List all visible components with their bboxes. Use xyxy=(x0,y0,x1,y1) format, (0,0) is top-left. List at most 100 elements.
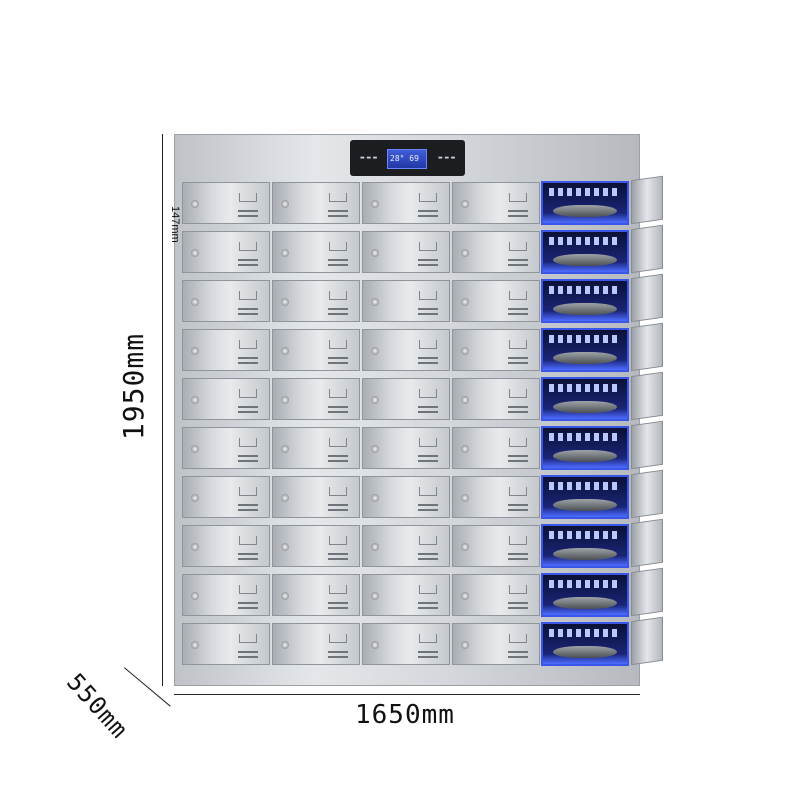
locker-door[interactable] xyxy=(272,378,360,420)
locker-door[interactable] xyxy=(362,231,450,273)
open-locker-door[interactable] xyxy=(631,469,663,519)
slot-icon xyxy=(508,406,528,408)
controller-panel[interactable]: ▬ ▬ ▬ 28° 69 ▬ ▬ ▬ xyxy=(350,140,465,176)
vent-icon xyxy=(329,389,347,398)
locker-door[interactable] xyxy=(452,427,540,469)
locker-door[interactable] xyxy=(362,280,450,322)
vent-icon xyxy=(509,340,527,349)
slot-icon xyxy=(418,308,438,310)
open-locker-door[interactable] xyxy=(631,371,663,421)
locker-door[interactable] xyxy=(362,329,450,371)
vent-icon xyxy=(239,487,257,496)
locker-door[interactable] xyxy=(272,574,360,616)
locker-door[interactable] xyxy=(452,182,540,224)
slot-icon xyxy=(508,504,528,506)
locker-door[interactable] xyxy=(362,182,450,224)
width-label: 1650mm xyxy=(355,700,455,730)
slot-icon xyxy=(508,210,528,212)
slot-icon xyxy=(328,210,348,212)
locker-door[interactable] xyxy=(452,525,540,567)
slot-icon xyxy=(328,651,348,653)
locker-door[interactable] xyxy=(182,525,270,567)
open-locker-door[interactable] xyxy=(631,616,663,666)
lock-icon xyxy=(461,200,469,208)
slot-icon xyxy=(418,558,438,560)
light-glow xyxy=(543,605,627,615)
lock-icon xyxy=(281,347,289,355)
locker-door[interactable] xyxy=(452,280,540,322)
open-locker-door[interactable] xyxy=(631,322,663,372)
lock-icon xyxy=(191,494,199,502)
lock-icon xyxy=(461,347,469,355)
slot-icon xyxy=(328,607,348,609)
vent-icon xyxy=(239,389,257,398)
locker-door[interactable] xyxy=(272,623,360,665)
lock-icon xyxy=(371,347,379,355)
lock-icon xyxy=(281,494,289,502)
locker-door[interactable] xyxy=(272,427,360,469)
locker-door[interactable] xyxy=(362,623,450,665)
slot-icon xyxy=(418,504,438,506)
slot-icon xyxy=(328,504,348,506)
slot-icon xyxy=(418,460,438,462)
locker-door[interactable] xyxy=(362,378,450,420)
locker-door[interactable] xyxy=(272,525,360,567)
slot-icon xyxy=(508,651,528,653)
locker-door[interactable] xyxy=(182,378,270,420)
locker-door[interactable] xyxy=(272,329,360,371)
locker-door[interactable] xyxy=(452,574,540,616)
slot-icon xyxy=(418,411,438,413)
locker-door[interactable] xyxy=(452,329,540,371)
locker-door[interactable] xyxy=(182,329,270,371)
locker-door[interactable] xyxy=(452,378,540,420)
led-strip-icon xyxy=(549,482,621,490)
locker-door[interactable] xyxy=(182,182,270,224)
locker-door[interactable] xyxy=(272,280,360,322)
platter-icon xyxy=(553,352,617,364)
locker-door[interactable] xyxy=(452,476,540,518)
vent-icon xyxy=(419,585,437,594)
vent-icon xyxy=(329,536,347,545)
locker-door[interactable] xyxy=(362,476,450,518)
slot-icon xyxy=(508,607,528,609)
locker-door[interactable] xyxy=(272,182,360,224)
locker-door[interactable] xyxy=(362,525,450,567)
slot-icon xyxy=(508,357,528,359)
locker-door[interactable] xyxy=(272,231,360,273)
vent-icon xyxy=(419,389,437,398)
open-locker-door[interactable] xyxy=(631,273,663,323)
locker-door[interactable] xyxy=(452,623,540,665)
open-locker-door[interactable] xyxy=(631,518,663,568)
open-locker-door[interactable] xyxy=(631,175,663,225)
locker-door[interactable] xyxy=(362,574,450,616)
open-locker-door[interactable] xyxy=(631,420,663,470)
slot-icon xyxy=(238,651,258,653)
led-strip-icon xyxy=(549,629,621,637)
slot-icon xyxy=(238,553,258,555)
locker-door[interactable] xyxy=(182,427,270,469)
vent-icon xyxy=(509,291,527,300)
locker-door[interactable] xyxy=(452,231,540,273)
vent-icon xyxy=(239,438,257,447)
slot-icon xyxy=(508,455,528,457)
slot-icon xyxy=(238,264,258,266)
slot-icon xyxy=(418,357,438,359)
locker-door[interactable] xyxy=(182,476,270,518)
slot-icon xyxy=(508,602,528,604)
plates-icon xyxy=(553,303,617,315)
locker-door[interactable] xyxy=(362,427,450,469)
locker-door[interactable] xyxy=(272,476,360,518)
open-locker-door[interactable] xyxy=(631,567,663,617)
vent-icon xyxy=(419,487,437,496)
lock-icon xyxy=(191,249,199,257)
locker-door[interactable] xyxy=(182,231,270,273)
locker-door[interactable] xyxy=(182,280,270,322)
locker-door[interactable] xyxy=(182,623,270,665)
slot-icon xyxy=(238,460,258,462)
lock-icon xyxy=(371,200,379,208)
locker-door[interactable] xyxy=(182,574,270,616)
lock-icon xyxy=(191,543,199,551)
slot-icon xyxy=(418,651,438,653)
led-strip-icon xyxy=(549,580,621,588)
open-locker-door[interactable] xyxy=(631,224,663,274)
